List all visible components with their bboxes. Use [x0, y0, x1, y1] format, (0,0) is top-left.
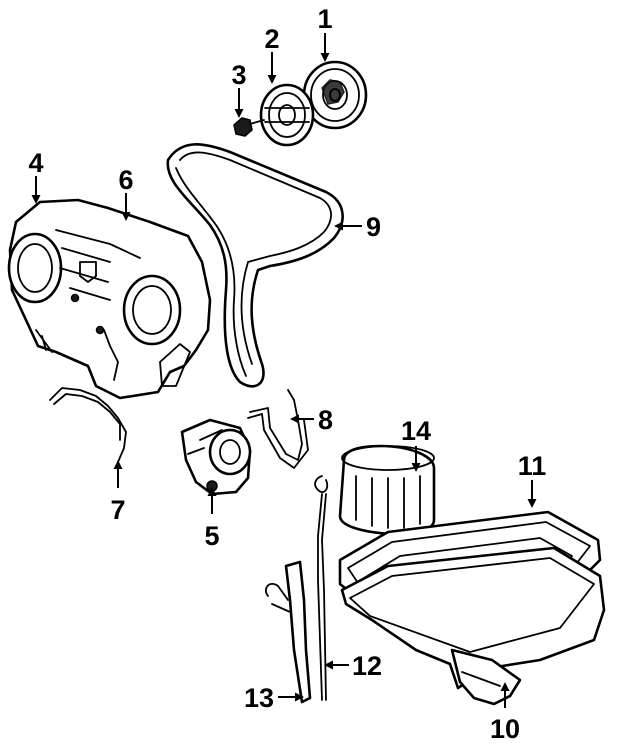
timing-cover	[7, 198, 212, 400]
timing-plate	[259, 83, 315, 147]
oil-pan	[338, 510, 606, 706]
callout-2: 2	[264, 24, 279, 54]
oil-filter	[338, 444, 436, 536]
callout-7: 7	[110, 495, 125, 525]
dipstick-tube	[265, 560, 312, 704]
bolt	[233, 117, 265, 137]
callout-3: 3	[231, 60, 246, 90]
callout-6: 6	[118, 165, 133, 195]
callout-1: 1	[317, 4, 332, 34]
callout-11: 11	[518, 451, 547, 481]
callout-5: 5	[204, 521, 219, 551]
callout-13: 13	[244, 683, 274, 713]
tensioner	[180, 418, 252, 496]
callout-8: 8	[318, 405, 333, 435]
callout-12: 12	[352, 651, 382, 681]
callout-9: 9	[366, 212, 381, 242]
callout-14: 14	[401, 416, 431, 446]
callout-10: 10	[490, 714, 520, 744]
leader-lines	[31, 33, 537, 708]
timing-belt	[166, 143, 344, 388]
crankshaft-pulley	[302, 60, 368, 130]
callout-labels: 1 2 3 4 5 6 7 8 9 10 11 12 13 14	[28, 4, 546, 744]
spring-bracket	[247, 389, 309, 469]
dipstick	[314, 475, 329, 701]
gasket-7	[49, 329, 127, 463]
callout-4: 4	[28, 148, 43, 178]
